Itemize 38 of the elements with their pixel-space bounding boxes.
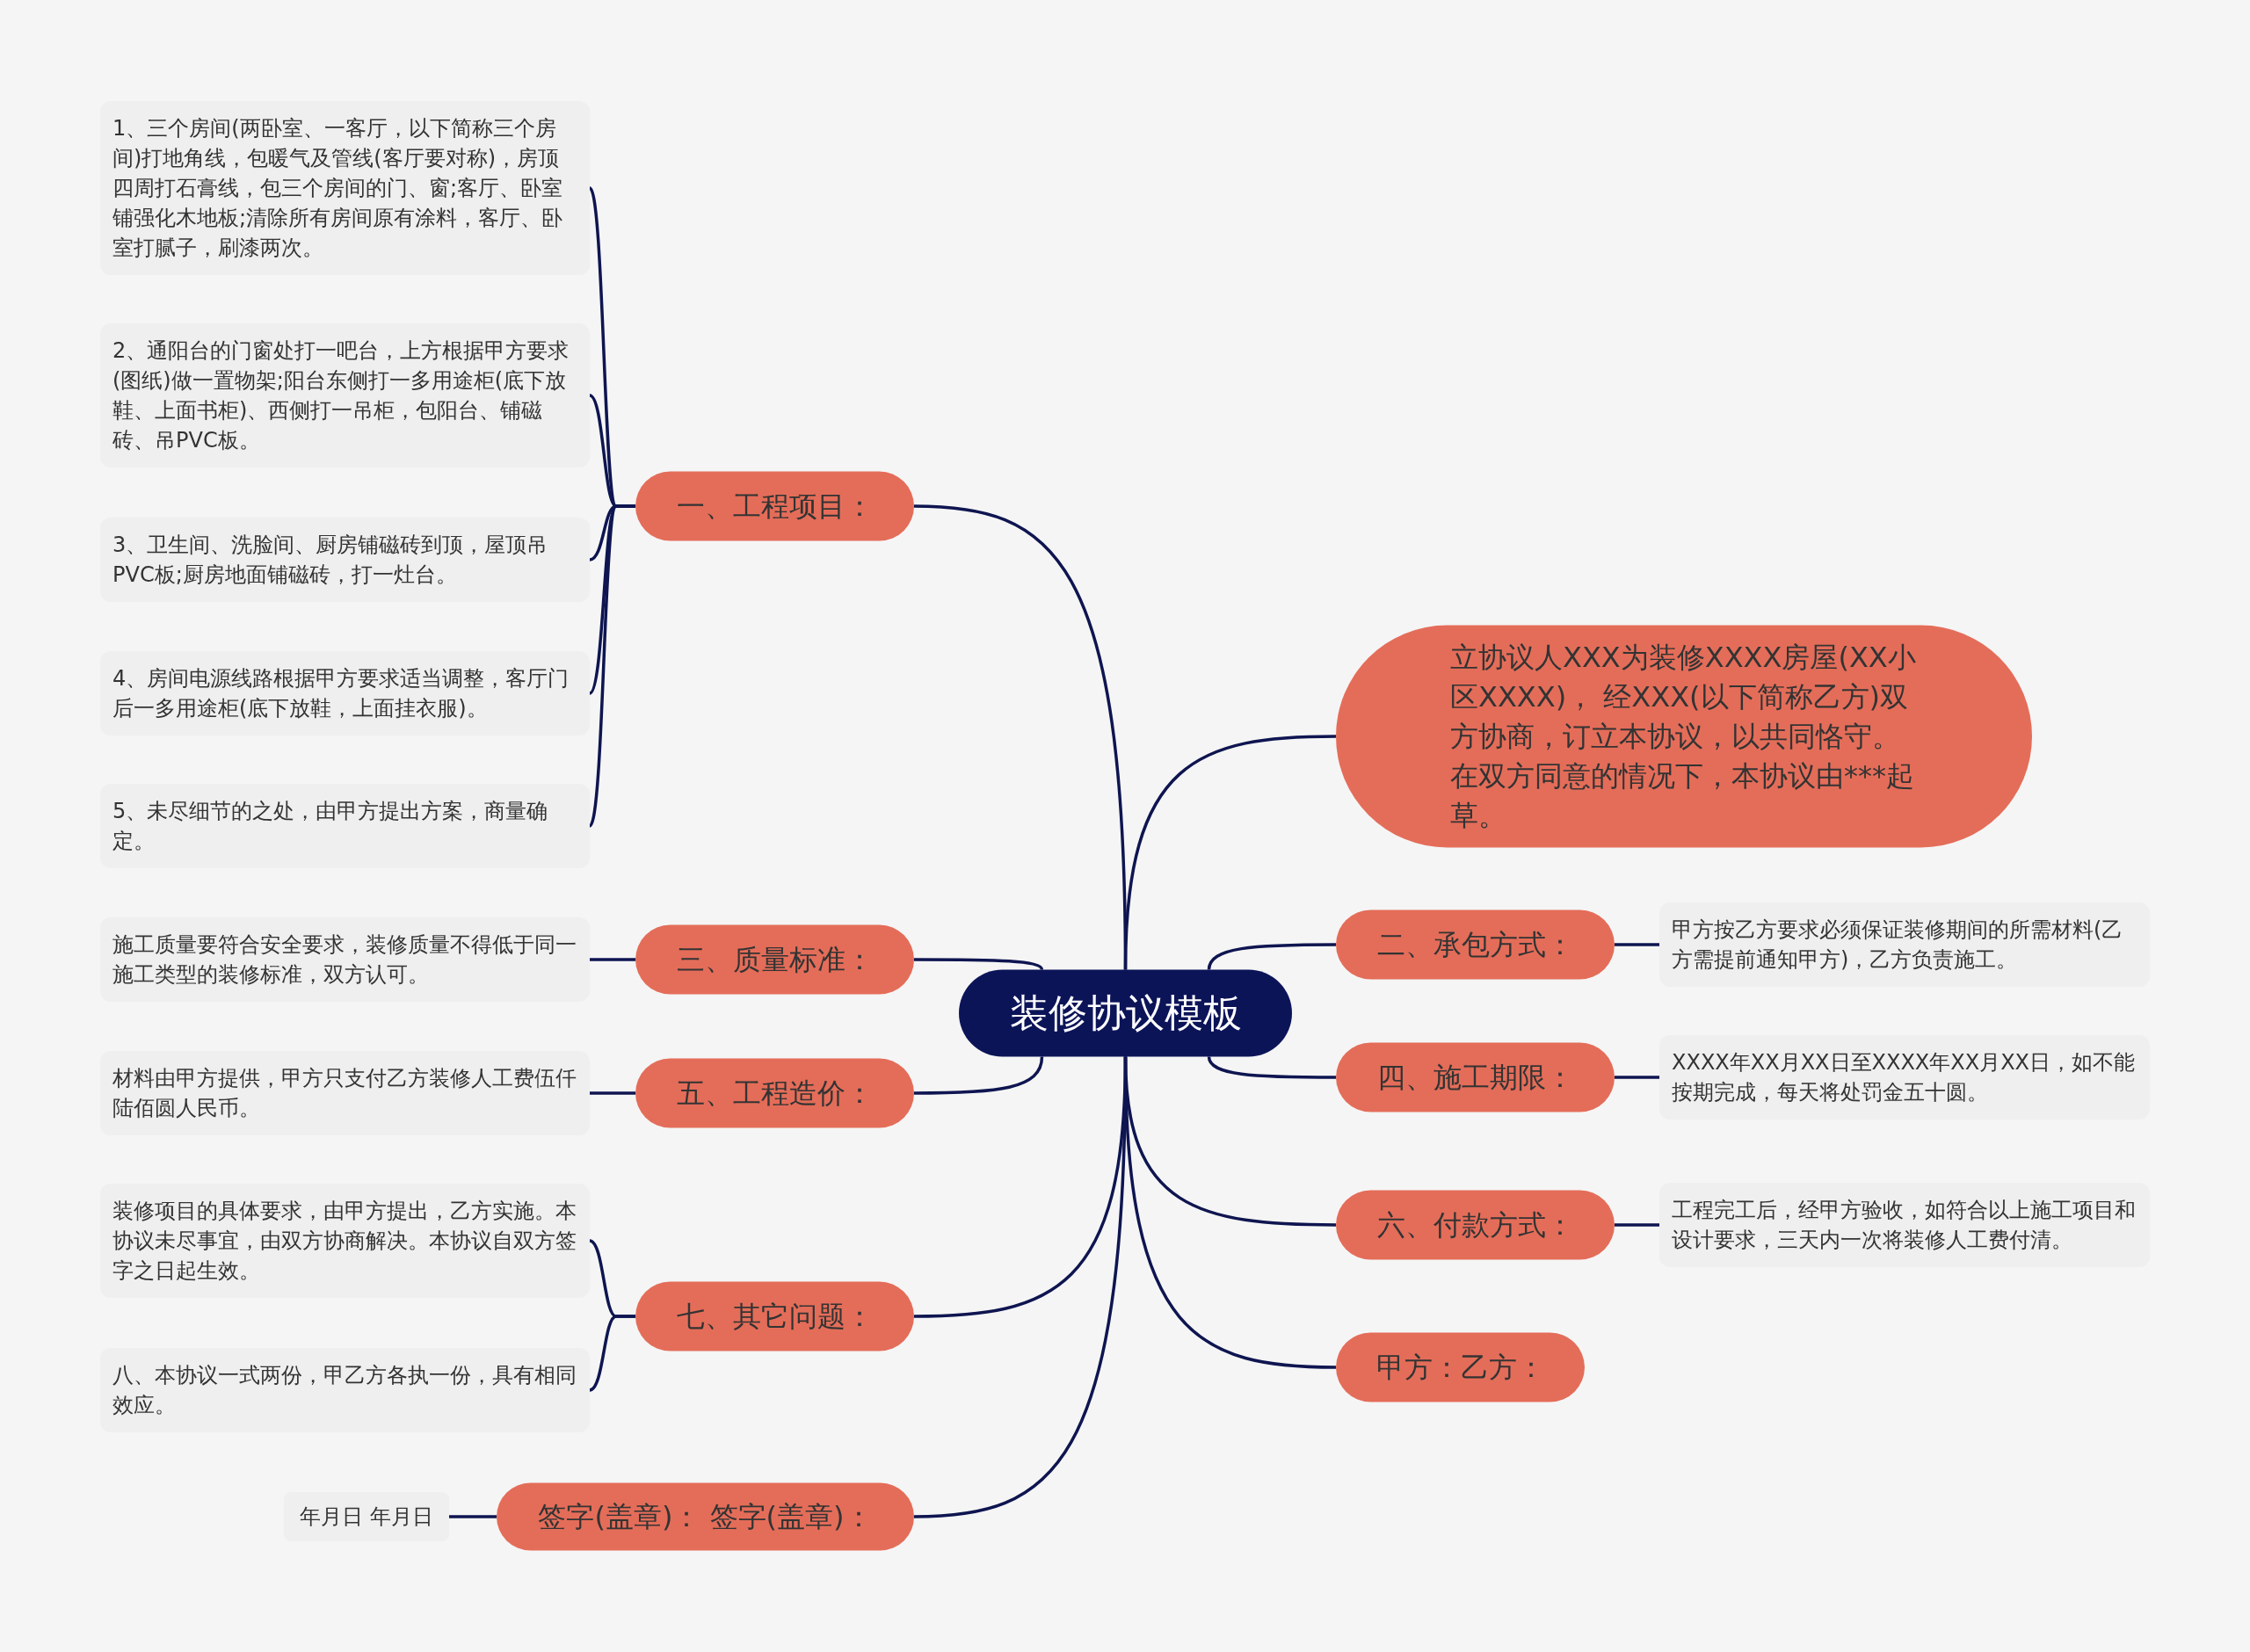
detail-note: XXXX年XX月XX日至XXXX年XX月XX日，如不能按期完成，每天将处罚金五十圆。: [1659, 1035, 2150, 1119]
intro-bubble: 立协议人XXX为装修XXXX房屋(XX小区XXXX)， 经XXX(以下简称乙方)双方协商，订立本协议，以共同恪守。在双方同意的情况下，本协议由***起草。: [1336, 625, 2032, 848]
detail-note: 施工质量要符合安全要求，装修质量不得低于同一施工类型的装修标准，双方认可。: [100, 917, 590, 1002]
detail-note: 材料由甲方提供，甲方只支付乙方装修人工费伍仟陆佰圆人民币。: [100, 1051, 590, 1135]
detail-note: 工程完工后，经甲方验收，如符合以上施工项目和设计要求，三天内一次将装修人工费付清。: [1659, 1183, 2150, 1267]
connector-line: [1615, 943, 1659, 946]
connector-line: [914, 1056, 1044, 1095]
branch-topic: 签字(盖章)： 签字(盖章)：: [497, 1482, 914, 1551]
connector-line: [1615, 1223, 1659, 1227]
connector-line: [1207, 1056, 1336, 1079]
detail-note: 2、通阳台的门窗处打一吧台，上方根据甲方要求(图纸)做一置物架;阳台东侧打一多用途柜(底下放鞋、上面书柜)、西侧打一吊柜，包阳台、铺磁砖、吊PVC板。: [100, 323, 590, 467]
detail-note: 甲方按乙方要求必须保证装修期间的所需材料(乙方需提前通知甲方)，乙方负责施工。: [1659, 902, 2150, 987]
connector-line: [590, 1091, 635, 1095]
detail-note: 4、房间电源线路根据甲方要求适当调整，客厅门后一多用途柜(底下放鞋，上面挂衣服)。: [100, 651, 590, 735]
branch-topic: 四、施工期限：: [1336, 1042, 1615, 1112]
detail-note: 八、本协议一式两份，甲乙方各执一份，具有相同效应。: [100, 1348, 590, 1432]
connector-line: [914, 958, 1044, 971]
connector-line: [590, 958, 635, 961]
detail-note: 5、未尽细节的之处，由甲方提出方案，商量确定。: [100, 784, 590, 868]
connector-line: [1615, 1076, 1659, 1079]
connector-line: [449, 1515, 497, 1518]
branch-topic: 七、其它问题：: [635, 1281, 914, 1351]
branch-topic: 一、工程项目：: [635, 471, 914, 541]
connector-line: [1207, 943, 1336, 970]
branch-topic: 甲方：乙方：: [1336, 1332, 1585, 1402]
connector-line: [913, 1056, 1128, 1518]
central-topic: 装修协议模板: [959, 969, 1292, 1057]
branch-topic: 六、付款方式：: [1336, 1190, 1615, 1260]
branch-topic: 三、质量标准：: [635, 924, 914, 995]
detail-note: 1、三个房间(两卧室、一客厅，以下简称三个房间)打地角线，包暖气及管线(客厅要对称)，房顶四周打石膏线，包三个房间的门、窗;客厅、卧室铺强化木地板;清除所有房间原有涂料，客厅、卧室打腻子，刷漆两次。: [100, 101, 590, 275]
connector-line: [588, 504, 635, 827]
date-note: 年月日 年月日: [284, 1492, 449, 1541]
detail-note: 3、卫生间、洗脸间、厨房铺磁砖到顶，屋顶吊PVC板;厨房地面铺磁砖，打一灶台。: [100, 518, 590, 602]
detail-note: 装修项目的具体要求，由甲方提出，乙方实施。本协议未尽事宜，由双方协商解决。本协议自双方签字之日起生效。: [100, 1184, 590, 1298]
connector-line: [1123, 735, 1337, 970]
branch-topic: 二、承包方式：: [1336, 909, 1615, 980]
connector-line: [589, 1315, 635, 1392]
branch-topic: 五、工程造价：: [635, 1058, 914, 1128]
